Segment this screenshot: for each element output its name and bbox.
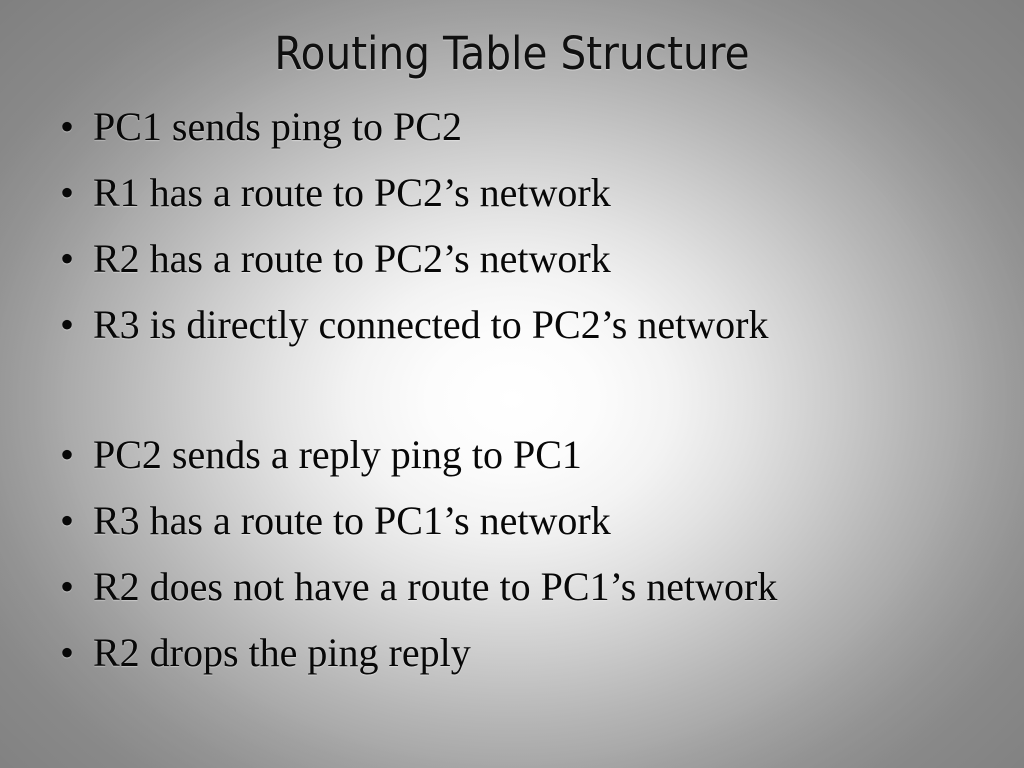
bullet-point-icon: • xyxy=(60,564,75,609)
bullet-item-label: PC1 sends ping to PC2 xyxy=(93,104,462,149)
bullet-list-item: • R2 drops the ping reply xyxy=(52,626,982,692)
bullet-item-label: R2 does not have a route to PC1’s networ… xyxy=(93,564,778,609)
bullet-list-item: • R1 has a route to PC2’s network xyxy=(52,166,982,232)
bullet-list-item: • PC1 sends ping to PC2 xyxy=(52,100,982,166)
bullet-item-label: R2 drops the ping reply xyxy=(93,630,471,675)
bullet-list-item: • R3 has a route to PC1’s network xyxy=(52,494,982,560)
bullet-point-icon: • xyxy=(60,432,75,477)
bullet-point-icon: • xyxy=(60,104,75,149)
bullet-spacer-row xyxy=(52,364,982,428)
bullet-point-icon: • xyxy=(60,236,75,281)
slide-title: Routing Table Structure xyxy=(274,27,750,80)
bullet-list-item: • R3 is directly connected to PC2’s netwo… xyxy=(52,298,982,364)
bullet-item-label: R3 is directly connected to PC2’s networ… xyxy=(93,302,769,347)
bullet-point-icon: • xyxy=(60,170,75,215)
bullet-list: • PC1 sends ping to PC2 • R1 has a route to… xyxy=(52,100,982,692)
bullet-item-label: R2 has a route to PC2’s network xyxy=(93,236,611,281)
bullet-point-icon: • xyxy=(60,630,75,675)
bullet-point-icon: • xyxy=(60,498,75,543)
bullet-list-item: • PC2 sends a reply ping to PC1 xyxy=(52,428,982,494)
bullet-list-item: • R2 has a route to PC2’s network xyxy=(52,232,982,298)
bullet-item-label: PC2 sends a reply ping to PC1 xyxy=(93,432,582,477)
bullet-point-icon: • xyxy=(60,302,75,347)
bullet-item-label: R3 has a route to PC1’s network xyxy=(93,498,611,543)
bullet-list-item: • R2 does not have a route to PC1’s netwo… xyxy=(52,560,982,626)
bullet-item-label: R1 has a route to PC2’s network xyxy=(93,170,611,215)
